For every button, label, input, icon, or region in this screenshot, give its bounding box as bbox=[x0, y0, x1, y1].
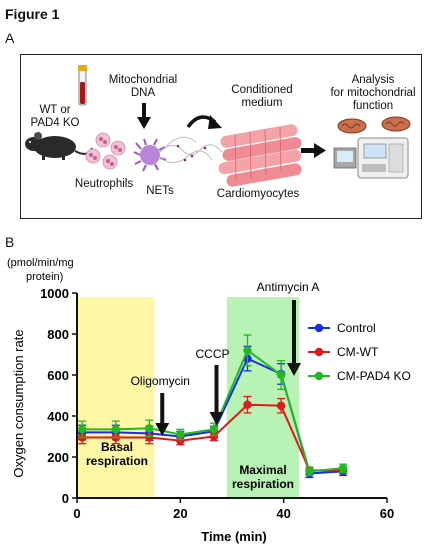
data-point bbox=[243, 346, 252, 355]
data-point bbox=[243, 400, 252, 409]
legend-swatch-marker bbox=[314, 323, 324, 333]
mitochondria-icon bbox=[337, 116, 411, 134]
right-arrow bbox=[301, 143, 326, 158]
y-tick-label: 800 bbox=[47, 327, 69, 342]
basal-label: Basal bbox=[101, 440, 133, 454]
antimycin-arrow bbox=[287, 300, 301, 376]
legend-item-cm-pad4-ko: CM-PAD4 KO bbox=[308, 369, 411, 383]
y-tick-label: 600 bbox=[47, 368, 69, 383]
legend-label: Control bbox=[337, 321, 376, 335]
cardiomyocyte-icon bbox=[218, 124, 302, 187]
oligomycin-label: Oligomycin bbox=[131, 374, 190, 388]
data-point bbox=[77, 425, 87, 434]
data-point bbox=[338, 464, 348, 473]
antimycin-label: Antimycin A bbox=[257, 280, 320, 294]
mouse-label: WT or PAD4 KO bbox=[30, 104, 80, 129]
arrow-shaft bbox=[160, 393, 165, 424]
cccp-label: CCCP bbox=[195, 347, 229, 361]
data-point bbox=[209, 425, 219, 434]
x-tick-label: 0 bbox=[73, 506, 80, 521]
analysis-label: Analysis for mitochondrial function bbox=[330, 74, 416, 112]
basal-label: respiration bbox=[86, 454, 148, 468]
data-point bbox=[276, 401, 286, 410]
legend-swatch-marker bbox=[314, 371, 324, 381]
data-point bbox=[305, 467, 314, 476]
data-point bbox=[176, 436, 185, 445]
y-tick-label: 0 bbox=[62, 491, 69, 506]
y-tick-label: 400 bbox=[47, 409, 69, 424]
mouse-icon bbox=[25, 132, 93, 160]
data-point bbox=[111, 425, 120, 434]
arrow-head bbox=[155, 423, 170, 436]
neutrophil-icon bbox=[85, 132, 126, 170]
legend-label: CM-WT bbox=[337, 345, 379, 359]
panel-a-box bbox=[20, 54, 422, 219]
neutrophils-label: Neutrophils bbox=[74, 178, 134, 190]
figure-title: Figure 1 bbox=[5, 6, 60, 22]
oligomycin-arrow bbox=[155, 393, 170, 436]
mito-dna-label: Mitochondrial DNA bbox=[108, 74, 178, 99]
blood-tube-icon bbox=[78, 65, 87, 106]
legend-item-cm-wt: CM-WT bbox=[308, 345, 379, 359]
data-point bbox=[209, 432, 219, 441]
ocr-chart: (pmol/min/mg protein) 0 200 400 600 800 1000 0… bbox=[7, 257, 411, 544]
maximal-label: respiration bbox=[232, 477, 294, 491]
legend-label: CM-PAD4 KO bbox=[337, 369, 411, 383]
series-cm-pad4-ko bbox=[77, 334, 348, 477]
arrow-head bbox=[209, 412, 224, 425]
cccp-arrow bbox=[209, 365, 224, 425]
conditioned-medium-label: Conditioned medium bbox=[231, 84, 293, 109]
y-unit-line1: (pmol/min/mg bbox=[7, 257, 74, 269]
maximal-label: Maximal bbox=[239, 463, 286, 477]
arrow-shaft bbox=[292, 300, 296, 364]
panel-b-letter: B bbox=[5, 234, 15, 250]
y-tick-label: 200 bbox=[47, 450, 69, 465]
data-point bbox=[276, 370, 286, 380]
y-tick-label: 1000 bbox=[40, 286, 69, 301]
nets-label: NETs bbox=[146, 185, 174, 197]
curved-arrow bbox=[186, 115, 222, 129]
data-point bbox=[145, 433, 154, 442]
net-icon bbox=[133, 136, 223, 172]
analyzer-icon bbox=[333, 137, 409, 179]
mito-dna-arrow bbox=[137, 103, 151, 129]
data-point bbox=[145, 424, 154, 433]
shaded-region-basal bbox=[77, 297, 155, 498]
arrow-head bbox=[287, 363, 301, 376]
x-tick-label: 20 bbox=[173, 506, 187, 521]
cardiomyocytes-label: Cardiomyocytes bbox=[216, 188, 300, 200]
y-unit-line2: protein) bbox=[26, 271, 63, 283]
data-point bbox=[176, 430, 185, 439]
panel-a-illustration bbox=[25, 65, 411, 187]
x-axis-label: Time (min) bbox=[201, 529, 267, 544]
x-tick-label: 60 bbox=[380, 506, 394, 521]
panel-a-letter: A bbox=[5, 30, 15, 46]
y-axis-label: Oxygen consumption rate bbox=[11, 329, 26, 477]
legend-item-control: Control bbox=[308, 321, 376, 335]
x-tick-label: 40 bbox=[276, 506, 290, 521]
legend-swatch-marker bbox=[314, 347, 324, 357]
arrow-shaft bbox=[214, 365, 219, 413]
